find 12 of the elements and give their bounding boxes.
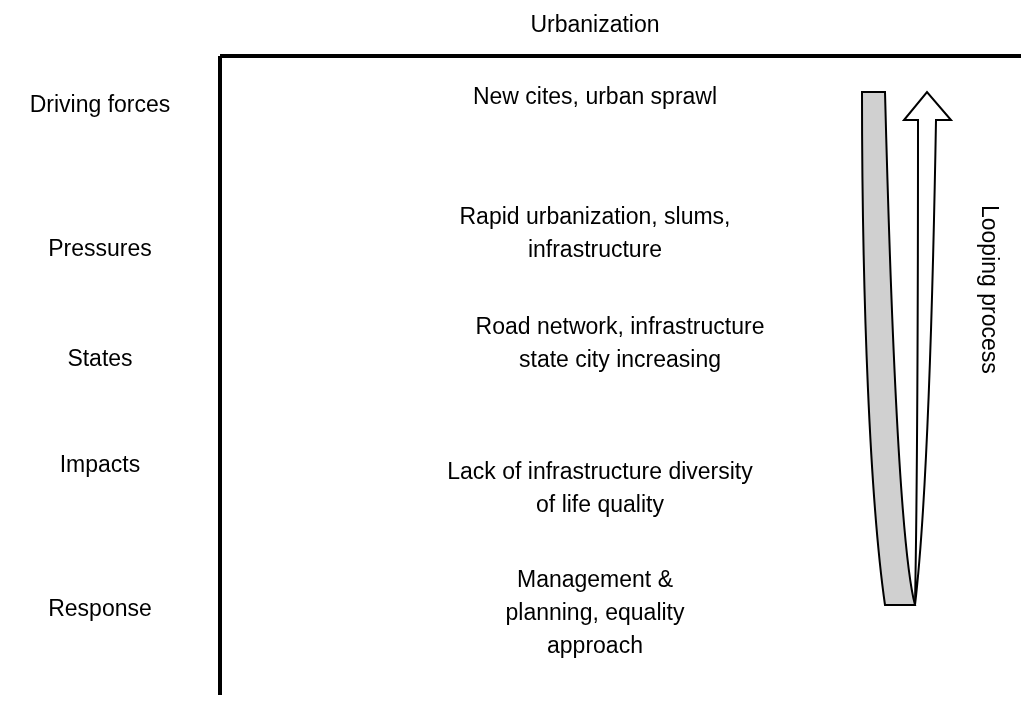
row-label: Driving forces: [28, 90, 172, 119]
row-label: States: [66, 344, 134, 373]
side-label: Looping process: [976, 205, 1004, 374]
cell-text: Rapid urbanization, slums, infrastructure: [458, 202, 732, 264]
cell-text: Management & planning, equality approach: [504, 565, 686, 660]
cell-text: Road network, infrastructure state city increasing: [474, 312, 766, 374]
row-label: Pressures: [47, 234, 153, 263]
row-label: Impacts: [58, 450, 142, 479]
cell-text: Lack of infrastructure diversity of life quality: [446, 457, 754, 519]
row-label: Response: [47, 594, 153, 623]
axis-title: Urbanization: [529, 10, 661, 39]
cell-text: New cites, urban sprawl: [471, 82, 719, 111]
